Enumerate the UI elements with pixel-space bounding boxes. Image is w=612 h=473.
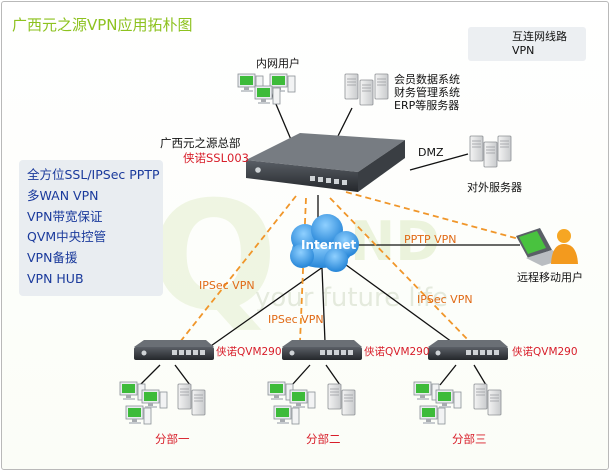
internet-cloud-icon [290, 214, 359, 272]
legend-interconnect-label: 互连网线路 [512, 30, 567, 43]
intranet-users-icon [237, 73, 296, 105]
watermark-brand: ND [350, 210, 441, 273]
ipsec-vpn-label-1: IPSec VPN [199, 279, 255, 292]
legend-vpn-label: VPN [512, 44, 535, 57]
feature-item: VPN带宽保证 [27, 208, 103, 224]
watermark-logo: Q [150, 170, 278, 344]
ipsec-vpn-label-3: IPSec VPN [417, 293, 473, 306]
vpn-hq-branch2 [299, 197, 307, 343]
external-servers-icon [469, 135, 512, 168]
remote-user-label: 远程移动用户 [517, 271, 583, 284]
internet-links [139, 89, 520, 386]
branch2-devices-icon [267, 381, 356, 425]
hq-name: 广西元之源总部 [160, 136, 241, 150]
internet-label: Internet [301, 238, 357, 252]
hq-router-icon [246, 133, 405, 192]
branch1-name: 分部一 [155, 432, 190, 446]
link-b3-server [473, 364, 487, 386]
feature-item: QVM中央控管 [27, 229, 107, 245]
link-internet-branch1 [207, 261, 331, 349]
branch1-router-icon [134, 340, 214, 360]
branch3-devices-icon [413, 381, 502, 425]
branch3-model: 侠诺QVM290 [512, 346, 578, 358]
link-b3-pc [439, 364, 457, 386]
features-panel: 全方位SSL/IPSec PPTP 多WAN VPN VPN带宽保证 QVM中央… [19, 160, 163, 296]
legend: 互连网线路 VPN [468, 27, 586, 61]
link-internet-branch3 [341, 261, 453, 343]
servers-line-3: ERP等服务器 [394, 99, 460, 112]
vpn-hq-remote [345, 191, 531, 243]
branch2-model: 侠诺QVM290 [364, 346, 430, 358]
branch2-name: 分部二 [306, 432, 341, 446]
watermark-tagline: your future life [255, 283, 449, 313]
feature-item: VPN备援 [27, 250, 78, 266]
branch2-router-icon [282, 340, 362, 360]
vpn-links [179, 191, 531, 343]
link-b2-server [325, 364, 341, 386]
internal-servers-icon [344, 73, 389, 106]
branch3-name: 分部三 [452, 432, 487, 446]
feature-item: VPN HUB [27, 270, 84, 286]
hq-model: 侠诺SSL003 [183, 151, 249, 165]
remote-user-icon [516, 228, 578, 266]
page-title: 广西元之源VPN应用拓朴图 [12, 16, 193, 34]
vpn-hq-branch1 [179, 195, 297, 343]
external-servers-label: 对外服务器 [467, 181, 522, 194]
branch1-devices-icon [119, 381, 206, 425]
intranet-users-label: 内网用户 [256, 57, 300, 70]
branch3-router-icon [428, 340, 508, 360]
servers-line-2: 财务管理系统 [394, 86, 460, 99]
link-dmz [409, 153, 469, 171]
feature-item: 全方位SSL/IPSec PPTP [27, 167, 160, 182]
link-b1-pc [139, 364, 161, 386]
features-list: 全方位SSL/IPSec PPTP 多WAN VPN VPN带宽保证 QVM中央… [19, 160, 163, 290]
link-b1-server [174, 364, 191, 386]
servers-line-1: 会员数据系统 [394, 73, 460, 86]
branch1-model: 侠诺QVM290 [216, 346, 282, 358]
pptp-vpn-label: PPTP VPN [404, 233, 457, 246]
dmz-label: DMZ [418, 146, 444, 159]
link-b2-pc [291, 364, 311, 386]
ipsec-vpn-label-2: IPSec VPN [268, 313, 324, 326]
feature-item: 多WAN VPN [27, 187, 99, 203]
link-internet-branch2 [321, 267, 326, 343]
vpn-hq-branch3 [329, 197, 471, 343]
